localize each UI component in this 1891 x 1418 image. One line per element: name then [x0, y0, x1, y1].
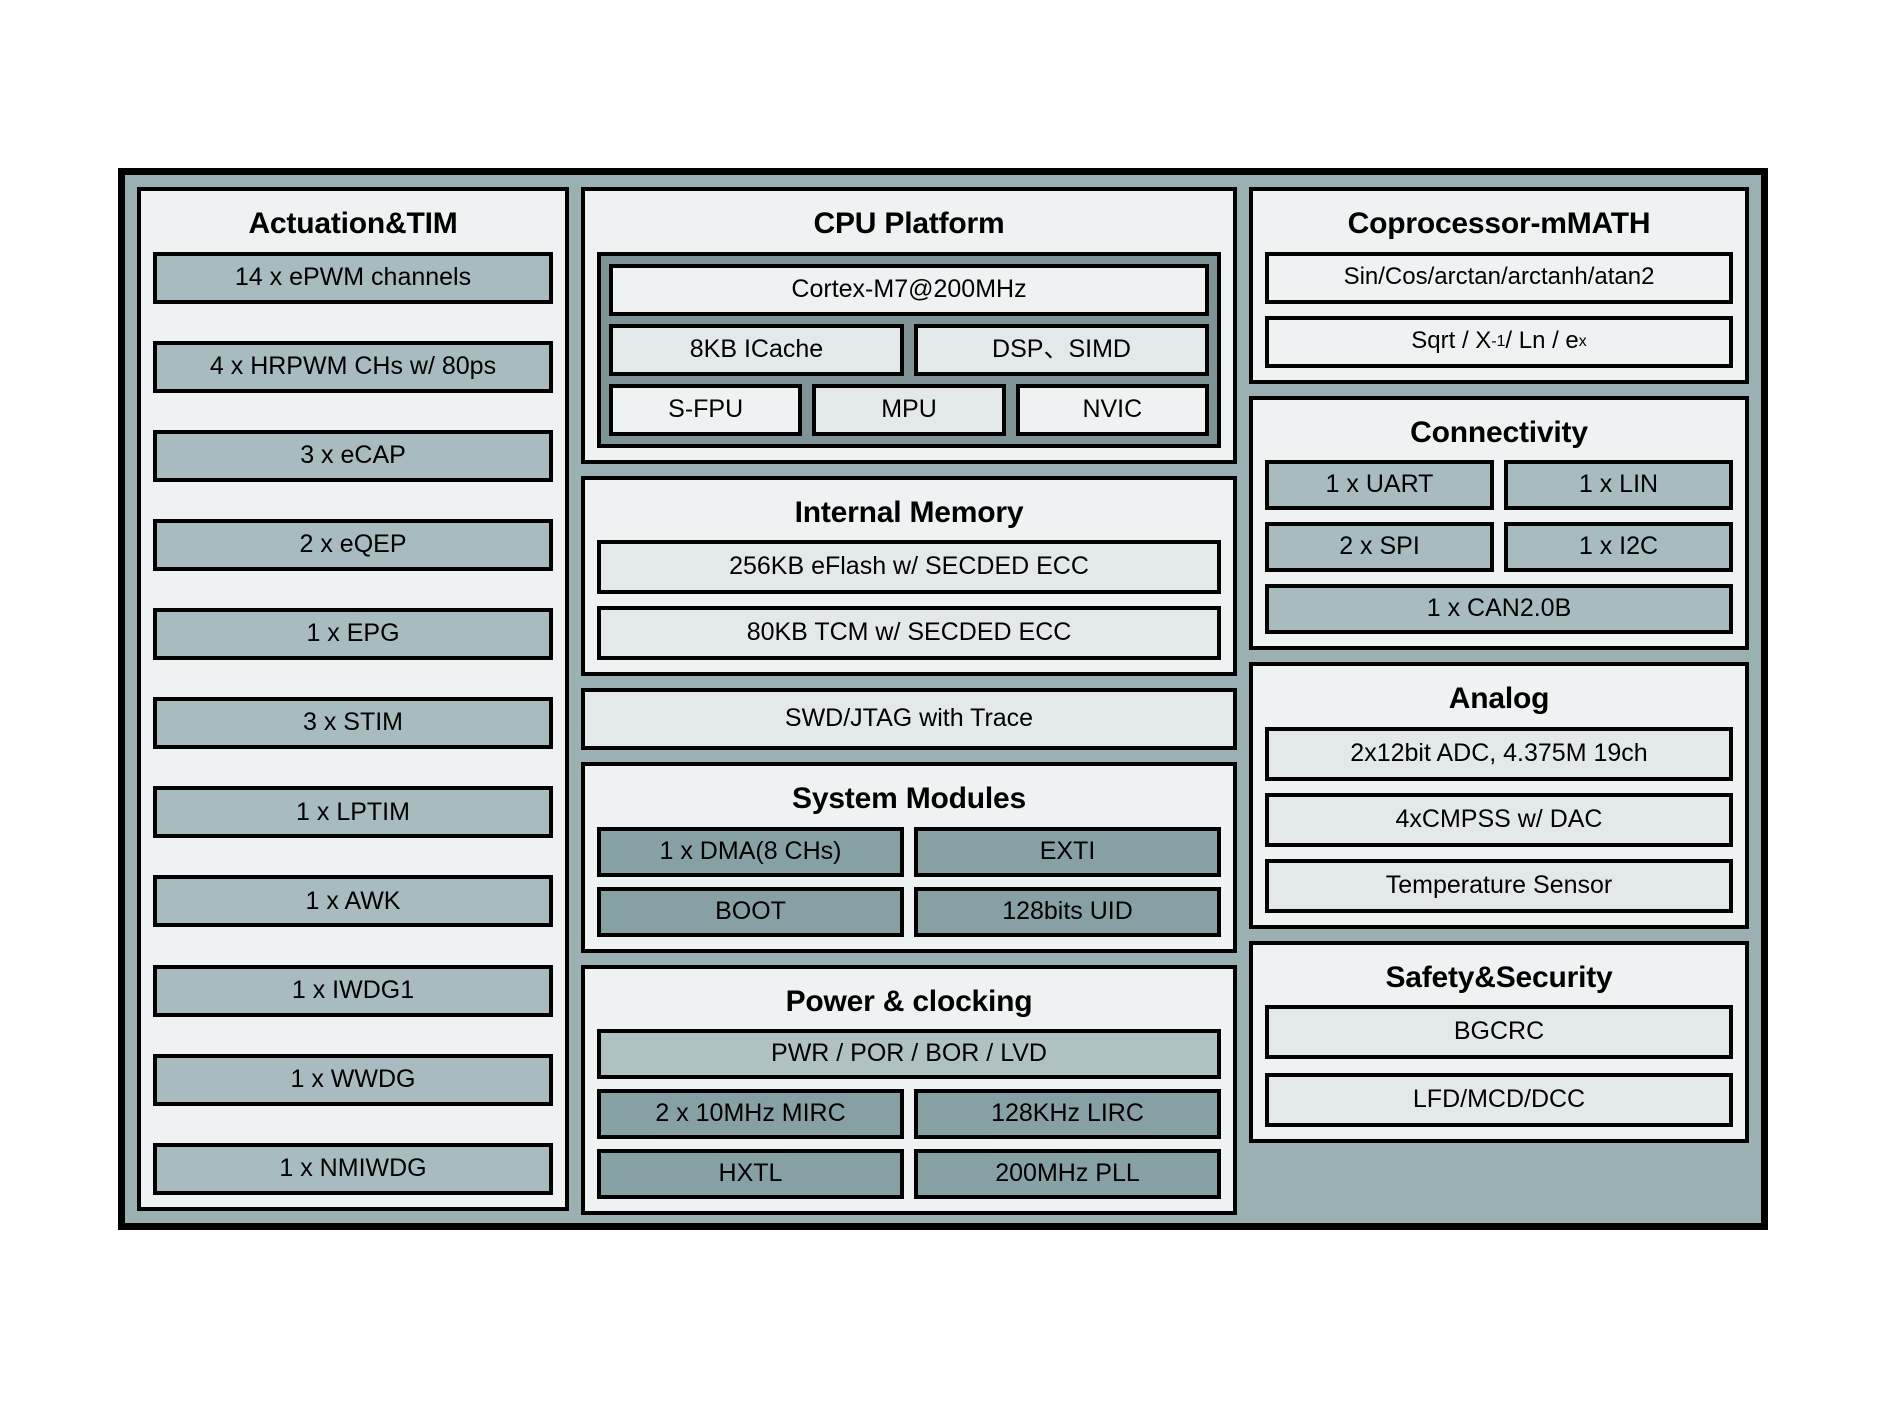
safety-list: BGCRC LFD/MCD/DCC	[1265, 1005, 1733, 1127]
column-actuation: Actuation&TIM 14 x ePWM channels 4 x HRP…	[137, 187, 569, 1211]
actuation-item-nmiwdg[interactable]: 1 x NMIWDG	[153, 1142, 553, 1195]
actuation-item-epwm[interactable]: 14 x ePWM channels	[153, 251, 553, 304]
connectivity-row-1: 1 x UART 1 x LIN	[1265, 460, 1733, 510]
cpu-dsp-simd[interactable]: DSP、SIMD	[914, 323, 1209, 376]
cpu-mpu[interactable]: MPU	[812, 383, 1006, 436]
column-core: CPU Platform Cortex-M7@200MHz 8KB ICache…	[581, 187, 1237, 1215]
connectivity-lin[interactable]: 1 x LIN	[1504, 460, 1733, 510]
connectivity-spi[interactable]: 2 x SPI	[1265, 522, 1494, 572]
system-uid[interactable]: 128bits UID	[914, 886, 1221, 937]
group-safety-security: Safety&Security BGCRC LFD/MCD/DCC	[1249, 940, 1749, 1143]
clock-hxtl[interactable]: HXTL	[597, 1149, 904, 1199]
power-clocking-list: PWR / POR / BOR / LVD 2 x 10MHz MIRC 128…	[597, 1029, 1221, 1199]
clocking-row-2: HXTL 200MHz PLL	[597, 1149, 1221, 1199]
analog-adc[interactable]: 2x12bit ADC, 4.375M 19ch	[1265, 726, 1733, 781]
connectivity-can[interactable]: 1 x CAN2.0B	[1265, 584, 1733, 634]
connectivity-list: 1 x UART 1 x LIN 2 x SPI 1 x I2C 1 x CAN…	[1265, 460, 1733, 634]
system-modules-row-1: 1 x DMA(8 CHs) EXTI	[597, 826, 1221, 877]
actuation-item-list: 14 x ePWM channels 4 x HRPWM CHs w/ 80ps…	[153, 251, 553, 1196]
group-title-actuation-tim: Actuation&TIM	[248, 207, 458, 240]
column-peripherals: Coprocessor-mMATH Sin/Cos/arctan/arctanh…	[1249, 187, 1749, 1211]
coprocessor-sqrt-mid: / Ln / e	[1505, 327, 1579, 355]
clock-lirc[interactable]: 128KHz LIRC	[914, 1089, 1221, 1139]
group-connectivity: Connectivity 1 x UART 1 x LIN 2 x SPI 1 …	[1249, 395, 1749, 650]
connectivity-row-2: 2 x SPI 1 x I2C	[1265, 522, 1733, 572]
clock-pll[interactable]: 200MHz PLL	[914, 1149, 1221, 1199]
internal-memory-list: 256KB eFlash w/ SECDED ECC 80KB TCM w/ S…	[597, 540, 1221, 660]
group-title-internal-memory: Internal Memory	[794, 495, 1024, 529]
cpu-nvic[interactable]: NVIC	[1015, 383, 1209, 436]
group-title-system-modules: System Modules	[792, 782, 1026, 815]
analog-list: 2x12bit ADC, 4.375M 19ch 4xCMPSS w/ DAC …	[1265, 726, 1733, 913]
actuation-item-stim[interactable]: 3 x STIM	[153, 697, 553, 750]
group-analog: Analog 2x12bit ADC, 4.375M 19ch 4xCMPSS …	[1249, 662, 1749, 929]
actuation-item-eqep[interactable]: 2 x eQEP	[153, 518, 553, 571]
memory-tcm[interactable]: 80KB TCM w/ SECDED ECC	[597, 606, 1221, 660]
group-title-analog: Analog	[1448, 682, 1550, 715]
safety-bgcrc[interactable]: BGCRC	[1265, 1005, 1733, 1059]
system-exti[interactable]: EXTI	[914, 826, 1221, 877]
memory-eflash[interactable]: 256KB eFlash w/ SECDED ECC	[597, 540, 1221, 594]
actuation-item-lptim[interactable]: 1 x LPTIM	[153, 786, 553, 839]
cpu-row-units: S-FPU MPU NVIC	[609, 383, 1209, 436]
coprocessor-trig[interactable]: Sin/Cos/arctan/arctanh/atan2	[1265, 251, 1733, 304]
group-coprocessor-mmath: Coprocessor-mMATH Sin/Cos/arctan/arctanh…	[1249, 187, 1749, 384]
actuation-item-awk[interactable]: 1 x AWK	[153, 875, 553, 928]
chip-frame: Actuation&TIM 14 x ePWM channels 4 x HRP…	[118, 168, 1768, 1230]
analog-temperature-sensor[interactable]: Temperature Sensor	[1265, 858, 1733, 913]
cpu-s-fpu[interactable]: S-FPU	[609, 383, 803, 436]
group-actuation-tim: Actuation&TIM 14 x ePWM channels 4 x HRP…	[137, 187, 569, 1211]
actuation-item-wwdg[interactable]: 1 x WWDG	[153, 1053, 553, 1106]
coprocessor-list: Sin/Cos/arctan/arctanh/atan2 Sqrt / X-1 …	[1265, 251, 1733, 368]
debug-swd-jtag[interactable]: SWD/JTAG with Trace	[585, 692, 1233, 746]
system-modules-list: 1 x DMA(8 CHs) EXTI BOOT 128bits UID	[597, 826, 1221, 937]
group-title-connectivity: Connectivity	[1410, 415, 1588, 449]
power-pwr-por-bor-lvd[interactable]: PWR / POR / BOR / LVD	[597, 1029, 1221, 1079]
group-system-modules: System Modules 1 x DMA(8 CHs) EXTI BOOT …	[581, 762, 1237, 953]
clock-mirc[interactable]: 2 x 10MHz MIRC	[597, 1089, 904, 1139]
connectivity-uart[interactable]: 1 x UART	[1265, 460, 1494, 510]
system-modules-row-2: BOOT 128bits UID	[597, 886, 1221, 937]
actuation-item-epg[interactable]: 1 x EPG	[153, 608, 553, 661]
actuation-item-iwdg1[interactable]: 1 x IWDG1	[153, 964, 553, 1017]
cpu-core-cluster: Cortex-M7@200MHz 8KB ICache DSP、SIMD S-F…	[597, 251, 1221, 448]
group-power-clocking: Power & clocking PWR / POR / BOR / LVD 2…	[581, 964, 1237, 1215]
group-internal-memory: Internal Memory 256KB eFlash w/ SECDED E…	[581, 475, 1237, 676]
connectivity-i2c[interactable]: 1 x I2C	[1504, 522, 1733, 572]
system-dma[interactable]: 1 x DMA(8 CHs)	[597, 826, 904, 877]
group-title-coprocessor-mmath: Coprocessor-mMATH	[1347, 207, 1651, 240]
system-boot[interactable]: BOOT	[597, 886, 904, 937]
group-debug-interface: SWD/JTAG with Trace	[581, 688, 1237, 750]
cpu-icache[interactable]: 8KB ICache	[609, 323, 904, 376]
safety-lfd-mcd-dcc[interactable]: LFD/MCD/DCC	[1265, 1073, 1733, 1127]
actuation-item-ecap[interactable]: 3 x eCAP	[153, 429, 553, 482]
clocking-row-1: 2 x 10MHz MIRC 128KHz LIRC	[597, 1089, 1221, 1139]
group-title-safety-security: Safety&Security	[1385, 960, 1613, 994]
coprocessor-sqrt-prefix: Sqrt / X	[1411, 327, 1492, 355]
group-cpu-platform: CPU Platform Cortex-M7@200MHz 8KB ICache…	[581, 187, 1237, 464]
actuation-item-hrpwm[interactable]: 4 x HRPWM CHs w/ 80ps	[153, 340, 553, 393]
group-title-cpu-platform: CPU Platform	[813, 207, 1005, 240]
group-title-power-clocking: Power & clocking	[785, 984, 1033, 1018]
cpu-core-cortex-m7[interactable]: Cortex-M7@200MHz	[609, 263, 1209, 316]
analog-cmpss-dac[interactable]: 4xCMPSS w/ DAC	[1265, 792, 1733, 847]
cpu-row-cache: 8KB ICache DSP、SIMD	[609, 323, 1209, 376]
